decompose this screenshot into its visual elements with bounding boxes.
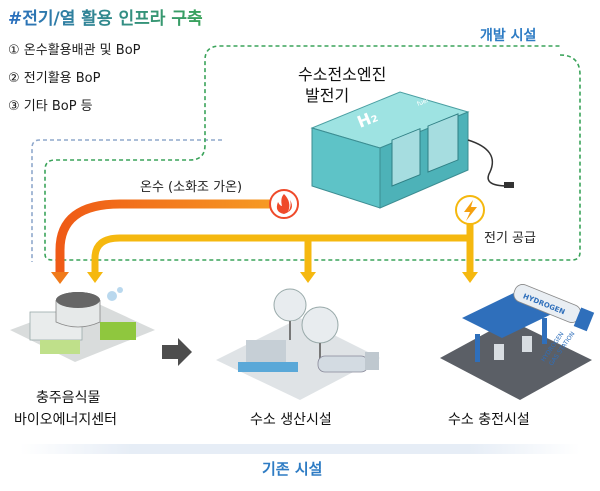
facility-3-label: 수소 충전시설	[448, 412, 530, 428]
fuel-cell-generator: H₂ fuel cell	[310, 91, 514, 209]
facility-1-label-line1: 충주음식물	[36, 390, 101, 406]
bio-energy-center-illustration	[10, 287, 155, 362]
existing-zone-label: 기존 시설	[262, 460, 322, 478]
fuel-cell-label-line1: 수소전소엔진	[298, 65, 386, 84]
facility-2-label: 수소 생산시설	[250, 412, 332, 428]
list-item-1: ① 온수활용배관 및 BoP	[8, 43, 141, 58]
electricity-label: 전기 공급	[484, 231, 536, 246]
facility-1-label-line2: 바이오에너지센터	[14, 412, 117, 428]
hot-water-label: 온수 (소화조 가온)	[140, 180, 242, 195]
fuel-cell-label-line2: 발전기	[305, 86, 349, 105]
page-title: #전기/열 활용 인프라 구축	[8, 8, 203, 29]
hydrogen-station-illustration: HYDROGEN HYDROGEN GAS STATION	[440, 284, 595, 400]
hot-water-pipe	[55, 199, 270, 276]
existing-facility-border	[31, 139, 222, 262]
electricity-pipes	[87, 214, 478, 283]
arrow-right-icon	[162, 338, 192, 366]
list-item-3: ③ 기타 BoP 등	[8, 99, 93, 114]
hydrogen-production-illustration	[216, 288, 380, 400]
lightning-icon	[455, 195, 485, 225]
development-facility-border	[44, 45, 581, 261]
development-zone-label: 개발 시설	[480, 27, 536, 44]
list-item-2: ② 전기활용 BoP	[8, 71, 101, 86]
flame-icon	[269, 189, 299, 219]
existing-facility-base	[20, 444, 580, 454]
